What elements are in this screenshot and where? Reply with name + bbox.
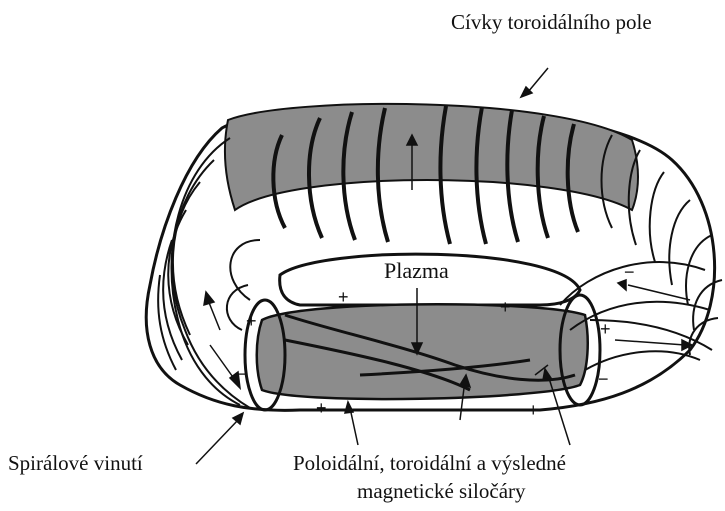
plus-sign: + <box>338 287 349 307</box>
plus-sign: + <box>600 319 611 339</box>
label-field-lines-line1: Poloidální, toroidální a výsledné <box>293 451 566 475</box>
leader-spiral <box>196 420 238 464</box>
leader-toroidal-coils <box>528 68 548 92</box>
label-plasma: Plazma <box>384 259 449 283</box>
minus-sign: − <box>624 262 635 282</box>
label-toroidal-coils: Cívky toroidálního pole <box>451 10 652 34</box>
plus-sign: + <box>246 311 257 331</box>
arrowhead <box>233 413 243 424</box>
plus-sign: + <box>528 400 539 420</box>
minus-sign: − <box>236 364 247 384</box>
plus-sign: + <box>316 398 327 418</box>
leader-lines-a <box>350 408 358 445</box>
minus-sign: − <box>598 369 609 389</box>
label-spiral-winding: Spirálové vinutí <box>8 451 143 475</box>
label-field-lines-line2: magnetické siločáry <box>357 479 526 503</box>
plus-sign: + <box>500 297 511 317</box>
plasma-tube <box>257 304 588 399</box>
